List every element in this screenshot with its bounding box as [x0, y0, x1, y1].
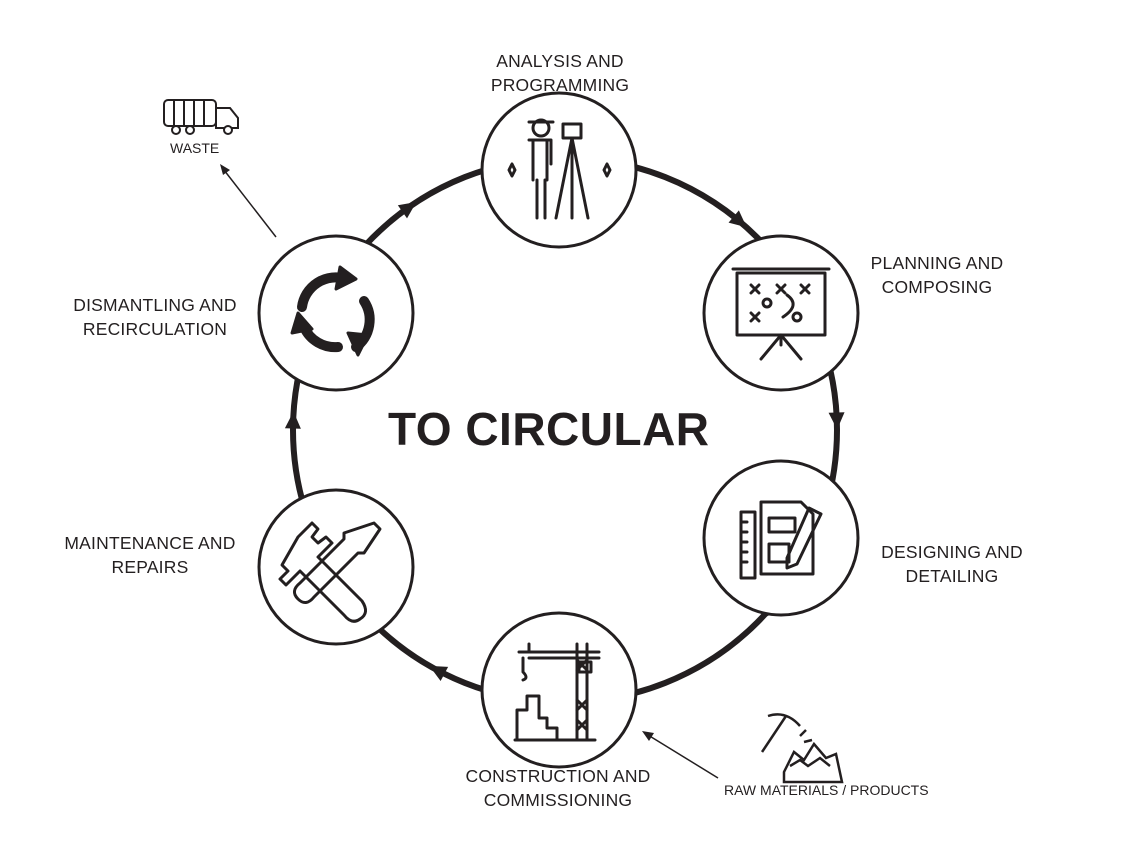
recycle-icon — [290, 265, 375, 357]
stage-node — [480, 91, 638, 249]
surveyor-icon — [507, 118, 612, 220]
label-line: ANALYSIS AND — [496, 51, 624, 71]
label-line: COMMISSIONING — [483, 790, 633, 810]
stage-node — [702, 234, 860, 392]
stage-node — [480, 611, 638, 769]
stage-node-circle — [702, 459, 860, 617]
raw-materials-arrowhead — [642, 731, 654, 741]
stage-node-circle — [257, 488, 415, 646]
strategy-board-icon — [731, 267, 831, 361]
label-line: DETAILING — [905, 566, 999, 586]
stage-node — [257, 488, 415, 646]
label-line: PROGRAMMING — [490, 75, 630, 95]
label-line: DISMANTLING AND — [73, 295, 237, 315]
stage-node-circle — [257, 234, 415, 392]
waste-arrowhead — [220, 164, 230, 175]
garbage-truck-icon — [163, 99, 239, 135]
label-line: DESIGNING AND — [881, 542, 1023, 562]
stage-label-dismantling: DISMANTLING AND RECIRCULATION — [50, 293, 260, 341]
stage-label-analysis: ANALYSIS AND PROGRAMMING — [470, 49, 650, 97]
waste-label: WASTE — [170, 140, 220, 156]
stage-node — [702, 459, 860, 617]
label-line: MAINTENANCE AND — [64, 533, 236, 553]
stage-node-circle — [702, 234, 860, 392]
stage-label-maintenance: MAINTENANCE AND REPAIRS — [40, 531, 260, 579]
stage-label-planning: PLANNING AND COMPOSING — [852, 251, 1022, 299]
stage-label-designing: DESIGNING AND DETAILING — [862, 540, 1042, 588]
tools-icon — [278, 521, 382, 623]
label-line: COMPOSING — [881, 277, 993, 297]
flow-arrow — [429, 665, 449, 681]
pickaxe-mining-icon — [760, 713, 844, 784]
label-line: CONSTRUCTION AND — [465, 766, 651, 786]
waste-arrow — [223, 169, 277, 238]
stage-node-circle — [480, 91, 638, 249]
crane-icon — [513, 642, 601, 742]
flow-arrow — [397, 202, 417, 219]
raw-materials-label: RAW MATERIALS / PRODUCTS — [724, 782, 929, 798]
label-line: PLANNING AND — [870, 253, 1004, 273]
label-line: REPAIRS — [111, 557, 189, 577]
stage-node — [257, 234, 415, 392]
flow-arrow — [728, 210, 747, 228]
flow-arrow — [284, 411, 301, 429]
blueprint-icon — [739, 500, 823, 580]
raw-materials-arrow — [647, 734, 719, 779]
stage-node-circle — [480, 611, 638, 769]
diagram-title: TO CIRCULAR — [388, 403, 710, 455]
flow-arrow — [828, 412, 845, 430]
label-line: RECIRCULATION — [82, 319, 228, 339]
stage-label-construction: CONSTRUCTION AND COMMISSIONING — [443, 764, 673, 812]
